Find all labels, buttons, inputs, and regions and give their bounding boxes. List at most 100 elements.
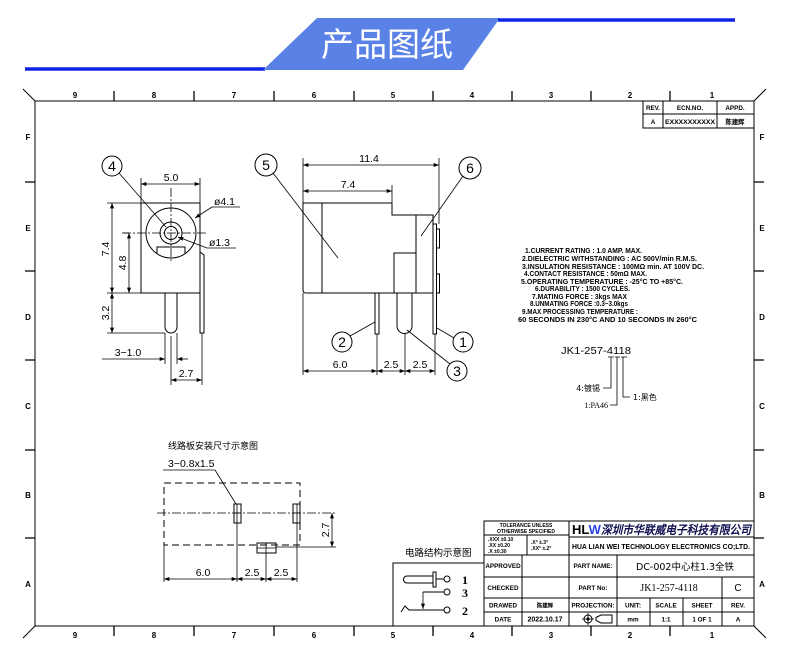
revision-cell-ecn: EXXXXXXXXXX bbox=[665, 119, 716, 126]
balloon-5-leader bbox=[272, 172, 339, 259]
balloon-2-leader bbox=[349, 321, 376, 337]
zone-row-label: F bbox=[760, 133, 765, 142]
side-pin-2 bbox=[374, 292, 380, 335]
frame-border bbox=[34, 100, 755, 627]
pcb-slot-centerlines bbox=[163, 504, 336, 582]
circuit-pin-label: 1 bbox=[462, 573, 468, 587]
corner-mark bbox=[753, 625, 767, 639]
logo-w: W bbox=[589, 522, 602, 537]
balloon-1-leader bbox=[436, 327, 455, 339]
part-code-brackets bbox=[603, 356, 630, 406]
circuit-box bbox=[392, 562, 484, 626]
company-name-cn: 深圳市华联威电子科技有限公司 bbox=[601, 523, 753, 537]
note-line: 5.OPERATING TEMPERATURE : -25°C TO +85°C… bbox=[521, 277, 683, 286]
circuit-diagram: 电路结构示意图 1 3 2 bbox=[392, 547, 484, 626]
side-view: 11.4 7.4 6.0 2.5 2.5 5 6 2 1 3 bbox=[254, 153, 482, 382]
company-name-en: HUA LIAN WEI TECHNOLOGY ELECTRONICS CO;L… bbox=[572, 542, 750, 551]
tolerance-linear: .XXX ±0.10 bbox=[488, 537, 513, 543]
outer-diameter-leader-arrow bbox=[194, 206, 213, 219]
side-housing bbox=[302, 202, 434, 294]
zone-row-label: A bbox=[759, 580, 765, 589]
zone-row-label: F bbox=[26, 133, 31, 142]
balloon-4 bbox=[101, 155, 123, 177]
note-line: 7.MATING FORCE : 3kgs MAX bbox=[532, 292, 627, 301]
zone-column-label: 2 bbox=[628, 91, 633, 100]
front-view: 5.0 7.4 4.8 3.2 3−1.0 2.7 ø4.1 ø1.3 4 bbox=[100, 155, 240, 385]
plug-collar bbox=[432, 571, 437, 588]
dim-pin-spacing-3-label: 2.5 bbox=[413, 359, 428, 371]
pcb-layout-title: 线路板安装尺寸示意图 bbox=[168, 440, 258, 452]
note-line: 3.INSULATION RESISTANCE : 100MΩ min. AT … bbox=[522, 262, 704, 271]
dim-body-length-label: 7.4 bbox=[341, 179, 356, 191]
balloon-6-leader bbox=[420, 175, 464, 237]
part-no-value: JK1-257-4118 bbox=[640, 583, 697, 594]
footprint-outline bbox=[163, 482, 301, 546]
side-plate-tab-lower bbox=[436, 273, 440, 294]
pin-2-terminal bbox=[443, 606, 451, 614]
balloon-5 bbox=[254, 153, 278, 177]
rev-value: A bbox=[736, 617, 741, 624]
zone-column-label: 1 bbox=[710, 91, 715, 100]
balloon-3 bbox=[446, 360, 468, 382]
note-line: 8.UNMATING FORCE :0.3~3.0kgs bbox=[530, 299, 628, 308]
banner-title: 产品图纸 bbox=[321, 25, 453, 64]
banner-tab bbox=[263, 18, 500, 70]
pcb-slot-1 bbox=[233, 503, 242, 524]
balloon-4-number: 4 bbox=[108, 158, 116, 174]
balloon-2 bbox=[331, 331, 353, 353]
callout-color: 1:黑色 bbox=[633, 392, 657, 402]
zone-row-labels-left: F E D C B A bbox=[25, 133, 31, 589]
balloon-6-number: 6 bbox=[466, 160, 474, 176]
side-plate-strip bbox=[432, 223, 437, 335]
revision-cell-rev: A bbox=[651, 119, 656, 126]
note-line: 1.CURRENT RATING : 1.0 AMP. MAX. bbox=[525, 246, 642, 255]
balloon-1 bbox=[452, 331, 474, 353]
pin-3-terminal bbox=[443, 588, 451, 596]
zone-row-label: D bbox=[759, 313, 765, 322]
extension-lines bbox=[107, 178, 203, 385]
revision-header-appd: APPD. bbox=[725, 105, 744, 112]
circuit-title: 电路结构示意图 bbox=[405, 547, 472, 559]
circuit-pin-label: 3 bbox=[462, 586, 468, 600]
pin-3-slot bbox=[393, 252, 416, 293]
note-line: 6.DURABILITY : 1500 CYCLES. bbox=[535, 284, 630, 293]
pcb-dim-2-label: 2.5 bbox=[245, 567, 260, 579]
zone-column-label: 7 bbox=[232, 91, 237, 100]
part-rev-value: C bbox=[734, 583, 741, 594]
dim-overall-length-label: 11.4 bbox=[359, 153, 379, 165]
callout-material: 1:PA46 bbox=[584, 401, 608, 410]
extension-lines bbox=[302, 158, 440, 375]
zone-row-label: C bbox=[25, 402, 31, 411]
zone-row-label: E bbox=[759, 224, 765, 233]
balloon-6 bbox=[458, 156, 482, 180]
zone-row-label: B bbox=[759, 491, 765, 500]
scale-label: SCALE bbox=[655, 603, 676, 610]
pin-diameter-label: ø1.3 bbox=[209, 237, 230, 249]
part-code: JK1-257-4118 bbox=[561, 345, 631, 357]
zone-column-label: 9 bbox=[73, 631, 78, 640]
logo-hl: HL bbox=[572, 522, 589, 537]
zone-column-label: 8 bbox=[152, 91, 157, 100]
note-line: 4.CONTACT RESISTANCE : 50mΩ MAX. bbox=[524, 269, 647, 278]
revision-table: REV. ECN.NO. APPD. A EXXXXXXXXXX 陈建辉 bbox=[642, 100, 755, 129]
zone-column-label: 6 bbox=[312, 91, 317, 100]
zone-column-label: 5 bbox=[391, 631, 396, 640]
unit-value: mm bbox=[627, 617, 639, 624]
outer-diameter-label: ø4.1 bbox=[214, 196, 235, 208]
rev-label: REV. bbox=[731, 603, 745, 610]
zone-ticks bbox=[25, 91, 764, 636]
part-no-label: PART No: bbox=[579, 585, 608, 592]
dim-center-height-label: 4.8 bbox=[117, 256, 129, 271]
approval-grid bbox=[483, 554, 755, 627]
part-name-label: PART NAME: bbox=[573, 563, 612, 570]
drawed-value: 陈建辉 bbox=[537, 602, 554, 610]
balloon-1-number: 1 bbox=[459, 334, 467, 350]
pcb-offset-label: 2.7 bbox=[320, 523, 332, 538]
tolerance-angular: .X° ±.3° bbox=[531, 540, 548, 546]
zone-column-label: 5 bbox=[391, 91, 396, 100]
pcb-dim-3-label: 2.5 bbox=[274, 567, 289, 579]
dim-pin-width-label: 3−1.0 bbox=[115, 347, 142, 359]
pin-1-terminal bbox=[443, 575, 451, 583]
plug-symbol bbox=[403, 575, 434, 584]
